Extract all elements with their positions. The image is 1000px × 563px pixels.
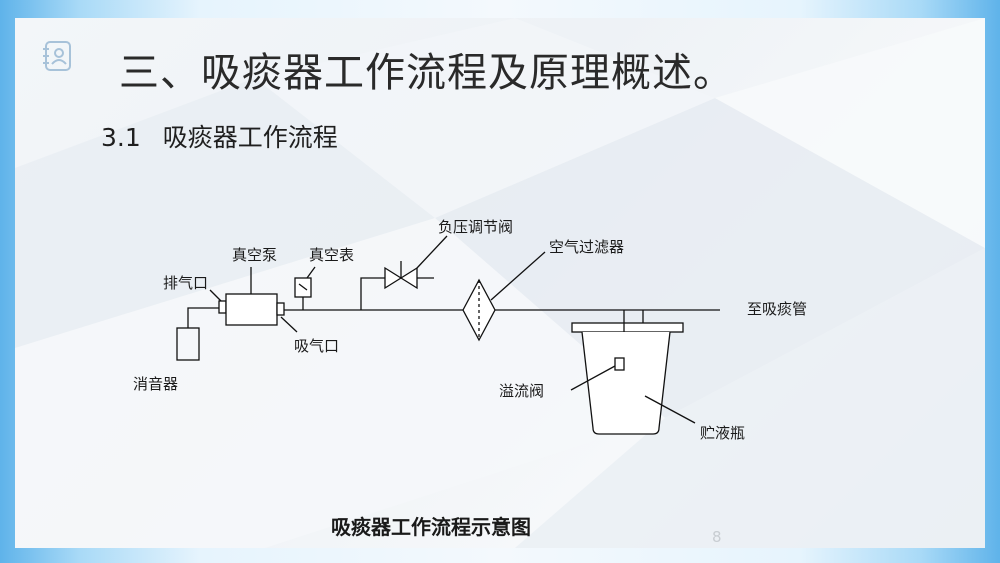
leader-overflow <box>570 365 616 391</box>
label-overflow-valve: 溢流阀 <box>499 382 544 400</box>
reservoir-bottle-shape <box>581 331 671 435</box>
bottle-lid <box>571 322 684 333</box>
section-heading: 3.1 吸痰器工作流程 <box>101 118 338 154</box>
leader-gauge <box>306 266 316 279</box>
vacuum-pump-shape <box>225 293 278 326</box>
leader-suction <box>280 316 298 333</box>
label-muffler: 消音器 <box>133 375 178 393</box>
section-number: 3.1 <box>101 123 141 152</box>
label-pressure-valve: 负压调节阀 <box>438 218 513 236</box>
contact-card-icon <box>43 40 73 76</box>
valve-branch-left <box>360 277 385 310</box>
label-suction-port: 吸气口 <box>294 337 339 355</box>
page-title: 三、吸痰器工作流程及原理概述。 <box>119 50 734 96</box>
label-to-suction-tube: 至吸痰管 <box>747 300 807 318</box>
label-air-filter: 空气过滤器 <box>549 238 624 256</box>
suction-nozzle <box>276 302 285 316</box>
label-exhaust-port: 排气口 <box>163 274 208 292</box>
label-vacuum-gauge: 真空表 <box>309 246 354 264</box>
leader-exhaust <box>209 289 222 302</box>
page-number: 8 <box>712 528 722 546</box>
diagram-caption: 吸痰器工作流程示意图 <box>331 515 531 539</box>
label-reservoir-bottle: 贮液瓶 <box>700 424 745 442</box>
flow-diagram: 排气口 真空泵 真空表 负压调节阀 空气过滤器 至吸痰管 消音器 吸气口 溢流阀… <box>133 218 807 442</box>
exhaust-pipe <box>187 307 223 328</box>
label-vacuum-pump: 真空泵 <box>232 246 277 264</box>
leader-filter <box>490 251 546 301</box>
slide: 三、吸痰器工作流程及原理概述。 3.1 吸痰器工作流程 <box>15 18 985 548</box>
section-title: 吸痰器工作流程 <box>162 123 338 152</box>
background-polygons <box>15 18 985 548</box>
muffler-shape <box>176 327 200 361</box>
leader-valve <box>416 235 448 269</box>
leader-bottle <box>644 395 696 424</box>
overflow-valve-shape <box>614 357 625 371</box>
exhaust-nozzle <box>218 300 227 314</box>
gauge-needle <box>298 283 308 291</box>
